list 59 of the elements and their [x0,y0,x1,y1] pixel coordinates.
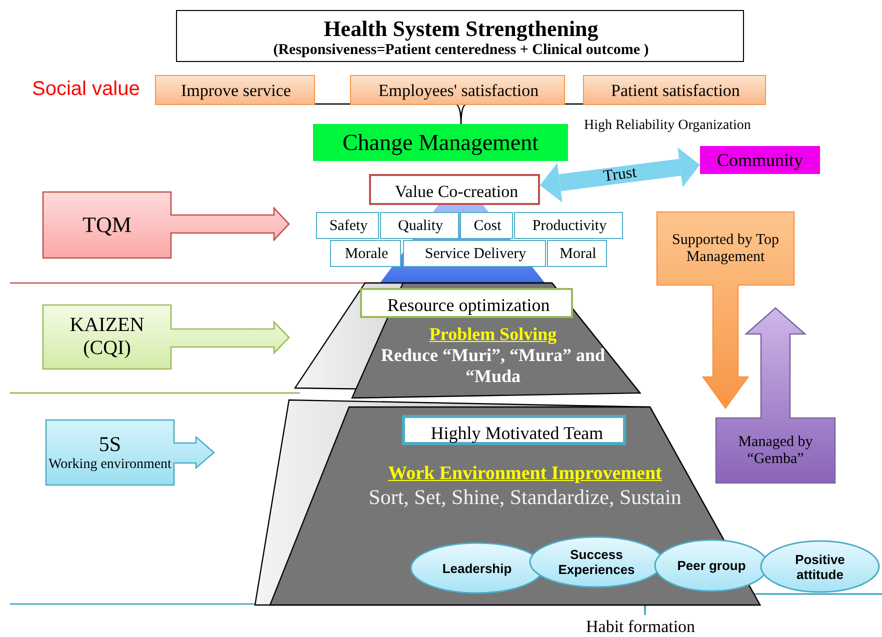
metric-label: Quality [398,218,443,235]
box-label: KAIZEN (CQI) [68,314,146,360]
callout-arrow [716,308,835,483]
value-box [155,75,315,105]
metric-box [330,240,401,267]
value-label: Employees' satisfaction [378,81,539,101]
metric-label: Morale [344,246,388,263]
metric-box [380,212,459,239]
resource-box [360,288,573,318]
metric-box [547,240,607,267]
box-label: Supported by Top Management [670,232,780,266]
box-label: Value Co-creation [394,182,518,202]
metric-box [316,212,379,239]
side-label: Social value [32,78,140,101]
metric-box [403,240,546,267]
tier-text: Sort, Set, Shine, Standardize, Sustain [368,484,682,510]
value-co-creation-box [369,174,540,205]
box-label: Change Management [342,130,539,156]
caption-label: High Reliability Organization [584,118,751,134]
double-arrow [540,148,700,203]
callout-arrow [43,305,289,369]
metric-label: Service Delivery [424,246,526,263]
box-label: TQM [82,212,132,238]
factor-ellipse [760,540,880,593]
factor-label: Success Experiences [557,547,636,577]
box-label: Highly Motivated Team [430,422,604,444]
subtitle-text: (Responsiveness=Patient centeredness + Clinical outcome ) [273,42,649,58]
metric-box [514,212,623,239]
value-box [350,75,565,105]
edge-label: Trust [602,164,638,186]
tier-heading: Work Environment Improvement [388,462,662,484]
value-box [583,75,766,105]
box-sublabel: Working environment [48,457,172,473]
pyramid-tier [295,283,642,398]
team-box [402,415,626,445]
callout-arrow [43,192,289,258]
metric-label: Moral [560,246,596,263]
callout-arrow [657,212,794,408]
factor-label: Positive attitude [794,552,846,582]
value-label: Improve service [181,81,291,101]
callout-arrow [46,420,214,485]
value-label: Patient satisfaction [611,81,740,101]
community-box [700,146,820,174]
change-management-box [313,124,568,161]
box-label: 5S [98,432,122,457]
metric-label: Productivity [532,218,607,235]
factor-label: Leadership [442,560,512,576]
caption-label: Habit formation [586,617,696,637]
metric-label: Cost [474,218,502,235]
title-text: Health System Strengthening [324,16,598,42]
box-label: Community [716,150,803,170]
tier-heading: Problem Solving [429,324,557,344]
metric-box [460,212,513,239]
tier-text: Reduce “Muri”, “Mura” and “Muda [380,344,606,386]
box-label: Resource optimization [387,294,550,316]
box-label: Managed by “Gemba” [737,434,814,468]
title-box [176,10,744,62]
metric-label: Safety [329,218,368,235]
factor-label: Peer group [677,558,746,573]
